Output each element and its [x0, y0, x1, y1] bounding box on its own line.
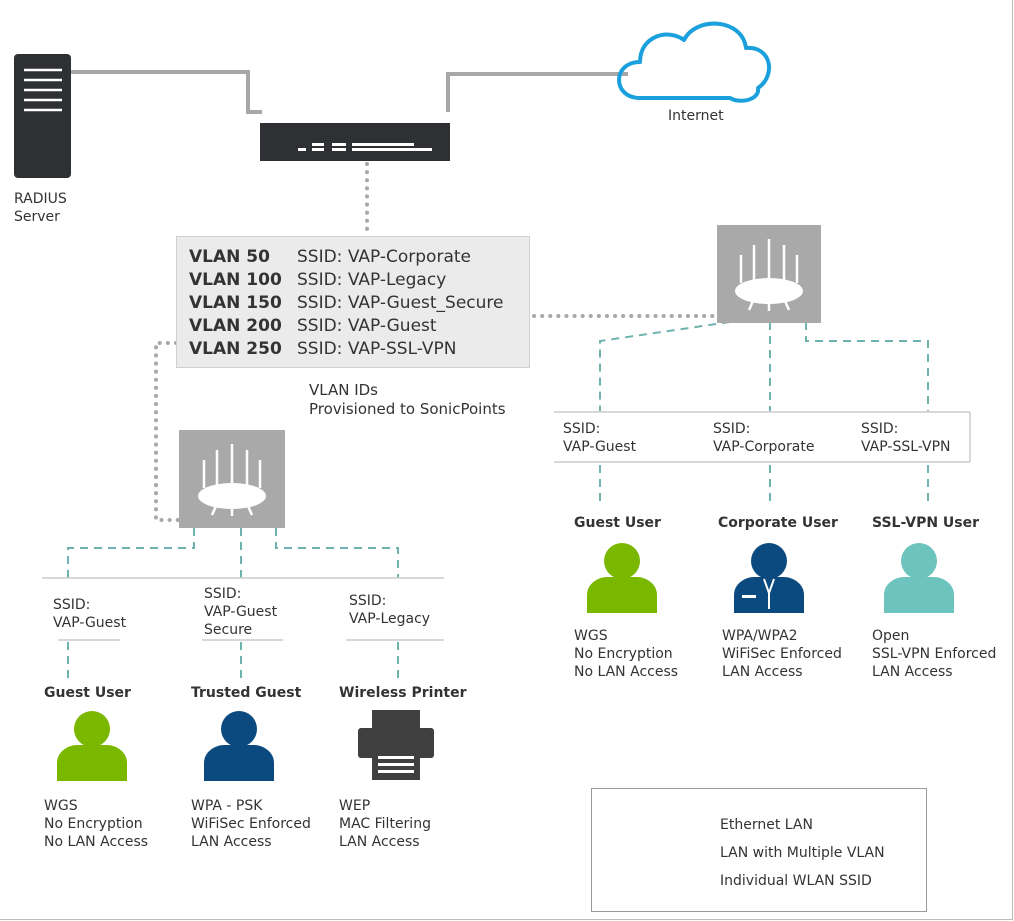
- ssid-label: SSID: VAP-Guest: [563, 421, 637, 455]
- user-title: Wireless Printer: [339, 685, 467, 701]
- radius-server-icon: [14, 54, 71, 178]
- ssl-vpn-user-icon: [884, 543, 954, 613]
- multi-vlan-links: [154, 162, 718, 522]
- user-description: WGS No Encryption No LAN Access: [44, 798, 149, 850]
- printer-icon: [358, 710, 434, 780]
- firewall-to-internet-link: [446, 72, 628, 112]
- user-description: WGS No Encryption No LAN Access: [574, 628, 679, 680]
- ssid-label: SSID: VAP-Corporate: [713, 421, 815, 455]
- vlan-ssid: SSID: VAP-SSL-VPN: [297, 339, 457, 359]
- firewall-appliance-icon: [260, 123, 450, 161]
- radius-to-firewall-link: [70, 70, 262, 114]
- ssid-group-frames: [42, 411, 971, 641]
- vlan-row: VLAN 250 SSID: VAP-SSL-VPN: [189, 339, 457, 362]
- wlan-ssid-links: [67, 321, 929, 678]
- vlan-table-to-left-sonicpoint-link: [154, 341, 182, 522]
- legend-wlan-ssid-label: Individual WLAN SSID: [720, 873, 872, 889]
- vlan-caption: VLAN IDs Provisioned to SonicPoints: [309, 381, 506, 418]
- user-title: Guest User: [574, 515, 661, 531]
- trusted-guest-icon: [204, 711, 274, 781]
- ssid-label: SSID: VAP-Guest: [53, 597, 127, 631]
- guest-user-left-icon: [57, 711, 127, 781]
- vlan-id: VLAN 150: [189, 293, 282, 313]
- vlan-ssid: SSID: VAP-Corporate: [297, 247, 471, 267]
- user-description: Open SSL-VPN Enforced LAN Access: [872, 628, 997, 680]
- ethernet-links: [70, 70, 628, 114]
- user-title: Corporate User: [718, 515, 838, 531]
- guest-user-right-icon: [587, 543, 657, 613]
- ssid-label: SSID: VAP-SSL-VPN: [861, 421, 951, 455]
- legend: Ethernet LAN LAN with Multiple VLAN Indi…: [591, 788, 927, 912]
- vlan-row: VLAN 200 SSID: VAP-Guest: [189, 316, 437, 339]
- vlan-ssid: SSID: VAP-Guest: [297, 316, 437, 336]
- vlan-row: VLAN 50 SSID: VAP-Corporate: [189, 247, 471, 270]
- sonicpoint-left-icon: [179, 430, 285, 528]
- user-description: WPA/WPA2 WiFiSec Enforced LAN Access: [722, 628, 842, 680]
- user-title: Guest User: [44, 685, 131, 701]
- vlan-row: VLAN 150 SSID: VAP-Guest_Secure: [189, 293, 504, 316]
- internet-label: Internet: [668, 108, 724, 124]
- legend-ethernet-label: Ethernet LAN: [720, 817, 813, 833]
- vlan-ssid: SSID: VAP-Guest_Secure: [297, 293, 504, 313]
- user-title: SSL-VPN User: [872, 515, 980, 531]
- user-description: WEP MAC Filtering LAN Access: [339, 798, 431, 850]
- vlan-row: VLAN 100 SSID: VAP-Legacy: [189, 270, 446, 293]
- user-title: Trusted Guest: [191, 685, 302, 701]
- ssid-label: SSID: VAP-Legacy: [349, 593, 431, 627]
- sonicpoint-right-icon: [717, 225, 821, 323]
- vlan-ssid: SSID: VAP-Legacy: [297, 270, 447, 290]
- ssid-label: SSID: VAP-Guest Secure: [204, 586, 278, 638]
- vlan-id: VLAN 100: [189, 270, 282, 290]
- vlan-id: VLAN 250: [189, 339, 282, 359]
- vlan-id: VLAN 200: [189, 316, 282, 336]
- corporate-user-icon: [734, 543, 804, 613]
- cloud-icon: [617, 21, 771, 103]
- legend-multi-vlan-label: LAN with Multiple VLAN: [720, 845, 885, 861]
- vlan-id: VLAN 50: [189, 247, 270, 267]
- user-description: WPA - PSK WiFiSec Enforced LAN Access: [191, 798, 311, 850]
- radius-server-label: RADIUS Server: [14, 191, 67, 225]
